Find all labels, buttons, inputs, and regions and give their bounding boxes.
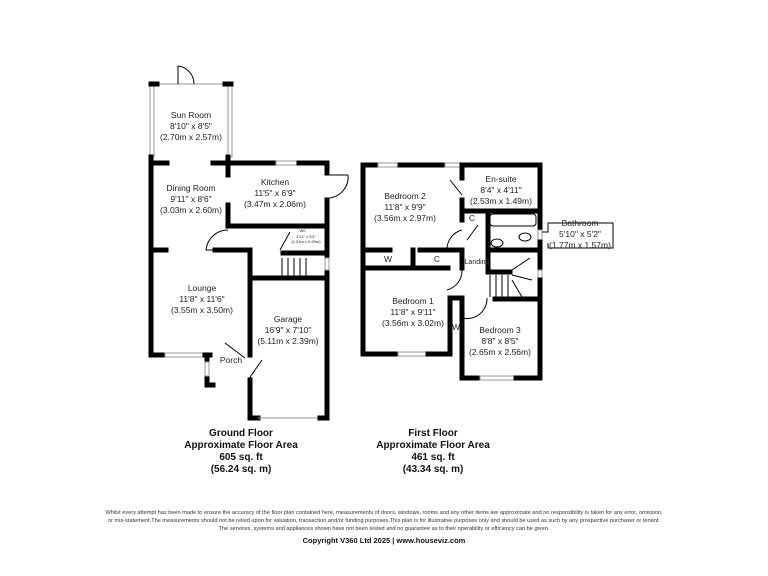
room-dims-imperial: 4'11" x 3'3" [296, 234, 316, 239]
room-dims-metric: (3.03m x 2.60m) [160, 205, 222, 215]
room-dims-metric: (3.56m x 2.97m) [374, 213, 436, 223]
floor-area-sqm: (43.34 sq. m) [403, 464, 464, 475]
floor-title: First Floor [408, 428, 458, 439]
room-name: Bedroom 2 [384, 191, 426, 201]
disclaimer-line: The services, systems and appliances sho… [218, 526, 550, 532]
room-dims-imperial: 16'9" x 7'10" [265, 325, 312, 335]
floor-area-label: Approximate Floor Area [184, 440, 298, 451]
cupboard-label: C [434, 254, 440, 264]
room-dims-metric: (5.11m x 2.39m) [257, 336, 318, 346]
room-name: WC [300, 228, 307, 233]
room-name: Kitchen [261, 177, 290, 187]
disclaimer-line: Whilst every attempt has been made to en… [105, 510, 663, 516]
floor-title: Ground Floor [209, 428, 273, 439]
room-dims-imperial: 11'8" x 9'11" [390, 307, 435, 317]
copyright: Copyright V360 Ltd 2025 | www.houseviz.c… [302, 536, 466, 545]
room-name: Bedroom 3 [479, 325, 521, 335]
room-dims-imperial: 11'8" x 9'9" [384, 202, 425, 212]
room-name: Bathroom [562, 218, 599, 228]
room-dims-imperial: 8'8" x 8'5" [481, 336, 518, 346]
room-dims-metric: (2.65m x 2.56m) [469, 347, 531, 357]
room-name: En-suite [485, 174, 516, 184]
room-dims-metric: (2.70m x 2.57m) [160, 132, 222, 142]
room-dims-metric: (3.47m x 2.06m) [244, 199, 306, 209]
room-dims-imperial: 8'4" x 4'11" [480, 185, 521, 195]
disclaimer-line: or mis-statement.The measurements should… [108, 518, 660, 524]
wardrobe-label: W [384, 254, 392, 264]
room-dims-imperial: 11'5" x 6'9" [254, 188, 295, 198]
room-dims-imperial: 8'10" x 8'5" [170, 121, 212, 131]
room-name: Sun Room [171, 110, 211, 120]
room-name: Landing [465, 259, 490, 266]
floor-area-sqm: (56.24 sq. m) [211, 464, 272, 475]
room-dims-imperial: 5'10" x 5'2" [559, 229, 601, 239]
cupboard-label: C [469, 213, 475, 223]
room-name: Dining Room [166, 183, 215, 193]
room-dims-metric: (2.53m x 1.49m) [470, 196, 532, 206]
room-name: Lounge [188, 283, 217, 293]
room-dims-metric: (3.55m x 3.50m) [171, 305, 233, 315]
floor-area-sqft: 461 sq. ft [411, 452, 455, 463]
floor-area-sqft: 605 sq. ft [219, 452, 263, 463]
room-name: Porch [220, 355, 242, 365]
first-floor-plan: Bedroom 2 11'8" x 9'9" (3.56m x 2.97m) E… [360, 162, 614, 475]
floor-area-label: Approximate Floor Area [376, 440, 490, 451]
room-name: Garage [274, 314, 303, 324]
room-dims-metric: (1.51m x 0.99m) [291, 239, 321, 244]
room-dims-imperial: 9'11" x 8'6" [170, 194, 211, 204]
room-dims-imperial: 11'8" x 11'6" [179, 294, 224, 304]
disclaimer: Whilst every attempt has been made to en… [0, 509, 768, 533]
room-dims-metric: (3.56m x 3.02m) [382, 318, 444, 328]
room-dims-metric: (1.77m x 1.57m) [549, 240, 611, 250]
ground-floor-plan: Sun Room 8'10" x 8'5" (2.70m x 2.57m) Di… [148, 65, 349, 475]
room-name: Bedroom 1 [392, 296, 434, 306]
wardrobe-label: W [452, 322, 460, 332]
